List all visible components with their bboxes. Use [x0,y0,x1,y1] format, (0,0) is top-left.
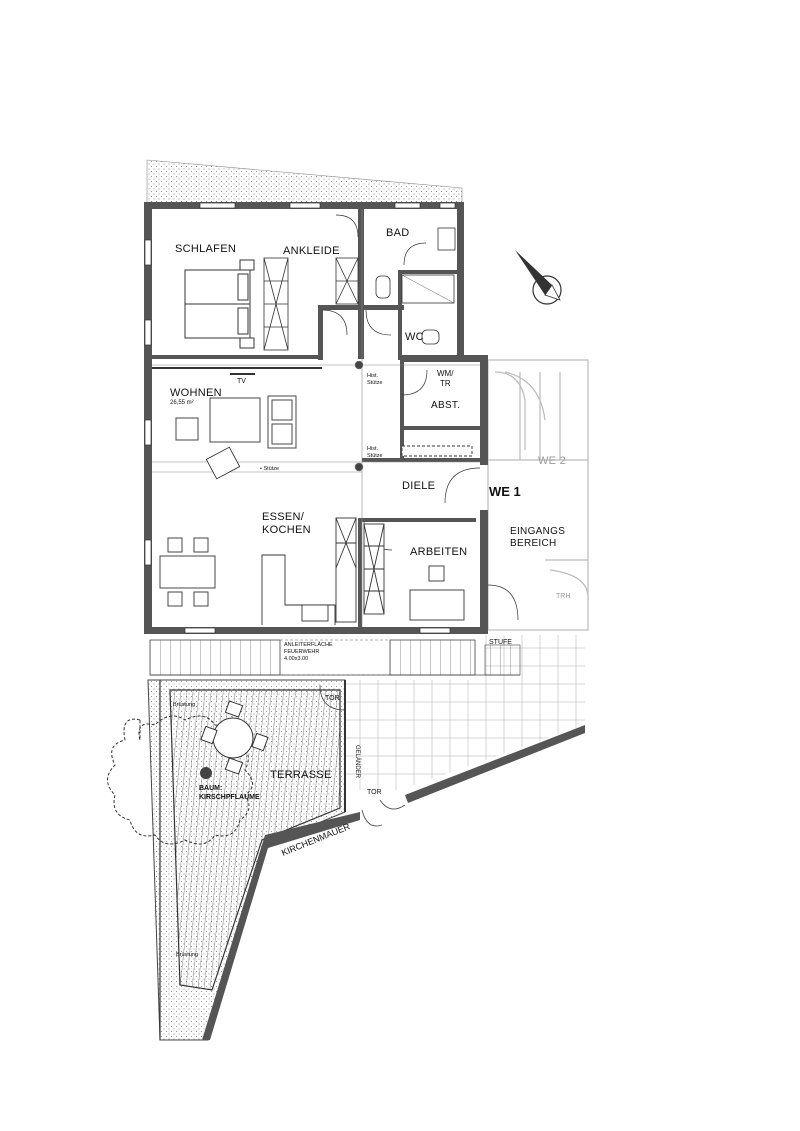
room-label-abst: ABST. [431,400,460,411]
bed [184,259,255,349]
room-label-eingang-1: EINGANGS [510,526,565,537]
room-area-wohnen: 26,55 m² [170,400,194,406]
label-tor-1: TOR [325,695,340,702]
room-label-schlafen: SCHLAFEN [175,243,236,255]
bathroom-fixtures [375,227,456,345]
label-gelaender: GELÄNDER [354,745,361,779]
office-furniture [401,445,473,621]
label-anleiter-2: FEUERWEHR [284,649,319,655]
room-label-bad: BAD [386,227,410,239]
room-label-essen: ESSEN/ [262,511,305,523]
room-label-wohnen: WOHNEN [170,387,222,399]
label-tv: TV [237,378,246,385]
unit-label-we2: WE 2 [538,455,566,467]
label-bruestung-2: Brüstung [176,952,198,958]
room-label-kochen: KOCHEN [262,524,311,536]
label-baum-1: BAUM: [199,785,222,792]
labels: SCHLAFEN ANKLEIDE BAD WC WM/ TR ABST. WO… [170,227,570,958]
tree-icon [107,715,253,845]
windows [144,202,456,634]
church-wall [202,680,585,1040]
planting-strip-top [146,159,463,204]
north-arrow-icon [515,250,562,305]
label-stufe: STUFE [489,639,512,646]
walls [144,202,488,634]
living-furniture [152,367,322,480]
room-label-eingang-2: BEREICH [510,538,557,549]
unit-label-we1: WE 1 [489,484,521,499]
label-tor-2: TOR [367,789,382,796]
room-label-diele: DIELE [402,480,435,492]
room-label-wc: WC [405,331,424,343]
terrace-table [200,700,269,775]
room-label-arbeiten: ARBEITEN [410,546,467,558]
label-anleiter-3: 4.00x3.00 [284,656,308,662]
label-hist-stuetze-1a: Hist. [367,373,378,379]
label-terrasse: TERRASSE [270,769,332,781]
structure-lines [152,209,480,627]
label-bruestung-1: Brüstung [173,702,195,708]
wardrobe [263,257,359,351]
label-trh: TRH [556,593,570,600]
dining-kitchen [159,517,385,625]
room-label-wm-tr-2: TR [440,379,451,388]
label-hist-stuetze-2a: Hist. [367,446,378,452]
label-stuetze: • Stütze [260,466,279,472]
label-hist-stuetze-2b: Stütze [367,453,383,459]
room-label-wm-tr-1: WM/ [437,369,454,378]
label-anleiter-1: ANLEITERFLÄCHE [284,641,333,648]
room-label-ankleide: ANKLEIDE [283,245,340,257]
neighbour-unit [487,359,589,631]
facade-steps [149,639,521,676]
label-hist-stuetze-1b: Stütze [367,380,383,386]
label-baum-2: KIRSCHPFLAUME [199,794,260,801]
